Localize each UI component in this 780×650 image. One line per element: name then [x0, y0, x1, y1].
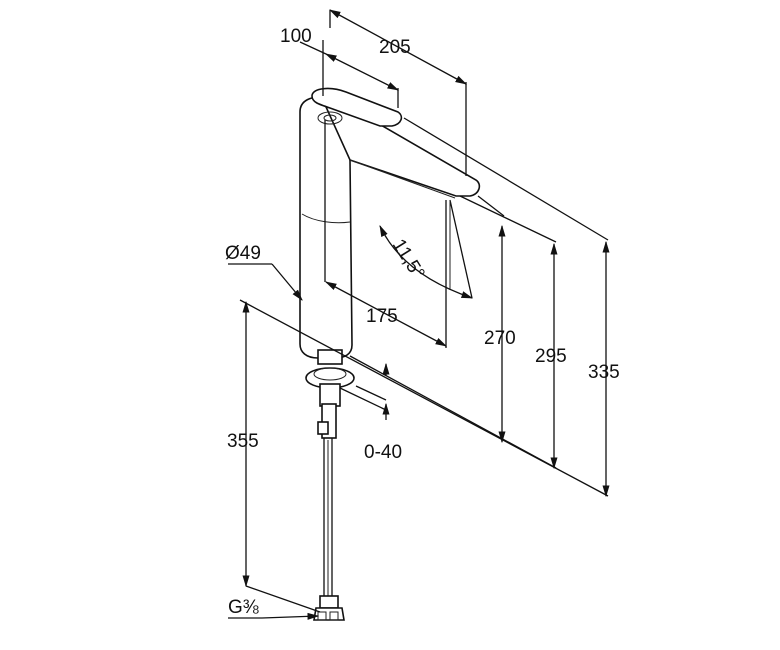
dimension-205: 205 [328, 9, 468, 176]
dimension-335: 335 [403, 117, 620, 498]
dimension-diameter: Ø49 [225, 243, 303, 301]
dim-0-40-label: 0-40 [364, 442, 402, 463]
dim-diameter-label: Ø49 [225, 243, 261, 264]
faucet-body [299, 87, 481, 359]
dim-335-label: 335 [588, 362, 620, 383]
dim-355-label: 355 [227, 431, 259, 452]
dim-175-label: 175 [366, 306, 398, 327]
dimension-angle: 11,5° [379, 199, 474, 299]
dimension-270: 270 [477, 195, 516, 444]
dim-angle-label: 11,5° [388, 236, 429, 284]
dim-205-label: 205 [379, 37, 411, 58]
dimension-355: 355 [227, 300, 321, 613]
supply-hose [313, 438, 345, 621]
dimension-thread: G⅜ [228, 597, 320, 620]
dim-295-label: 295 [535, 346, 567, 367]
dim-100-label: 100 [280, 26, 312, 47]
dimension-0-40: 0-40 [339, 362, 402, 463]
base-reference-line [239, 299, 609, 497]
dim-thread-label: G⅜ [228, 597, 259, 618]
dimension-295: 295 [459, 195, 567, 470]
mounting-base [305, 349, 355, 439]
dim-270-label: 270 [484, 328, 516, 349]
